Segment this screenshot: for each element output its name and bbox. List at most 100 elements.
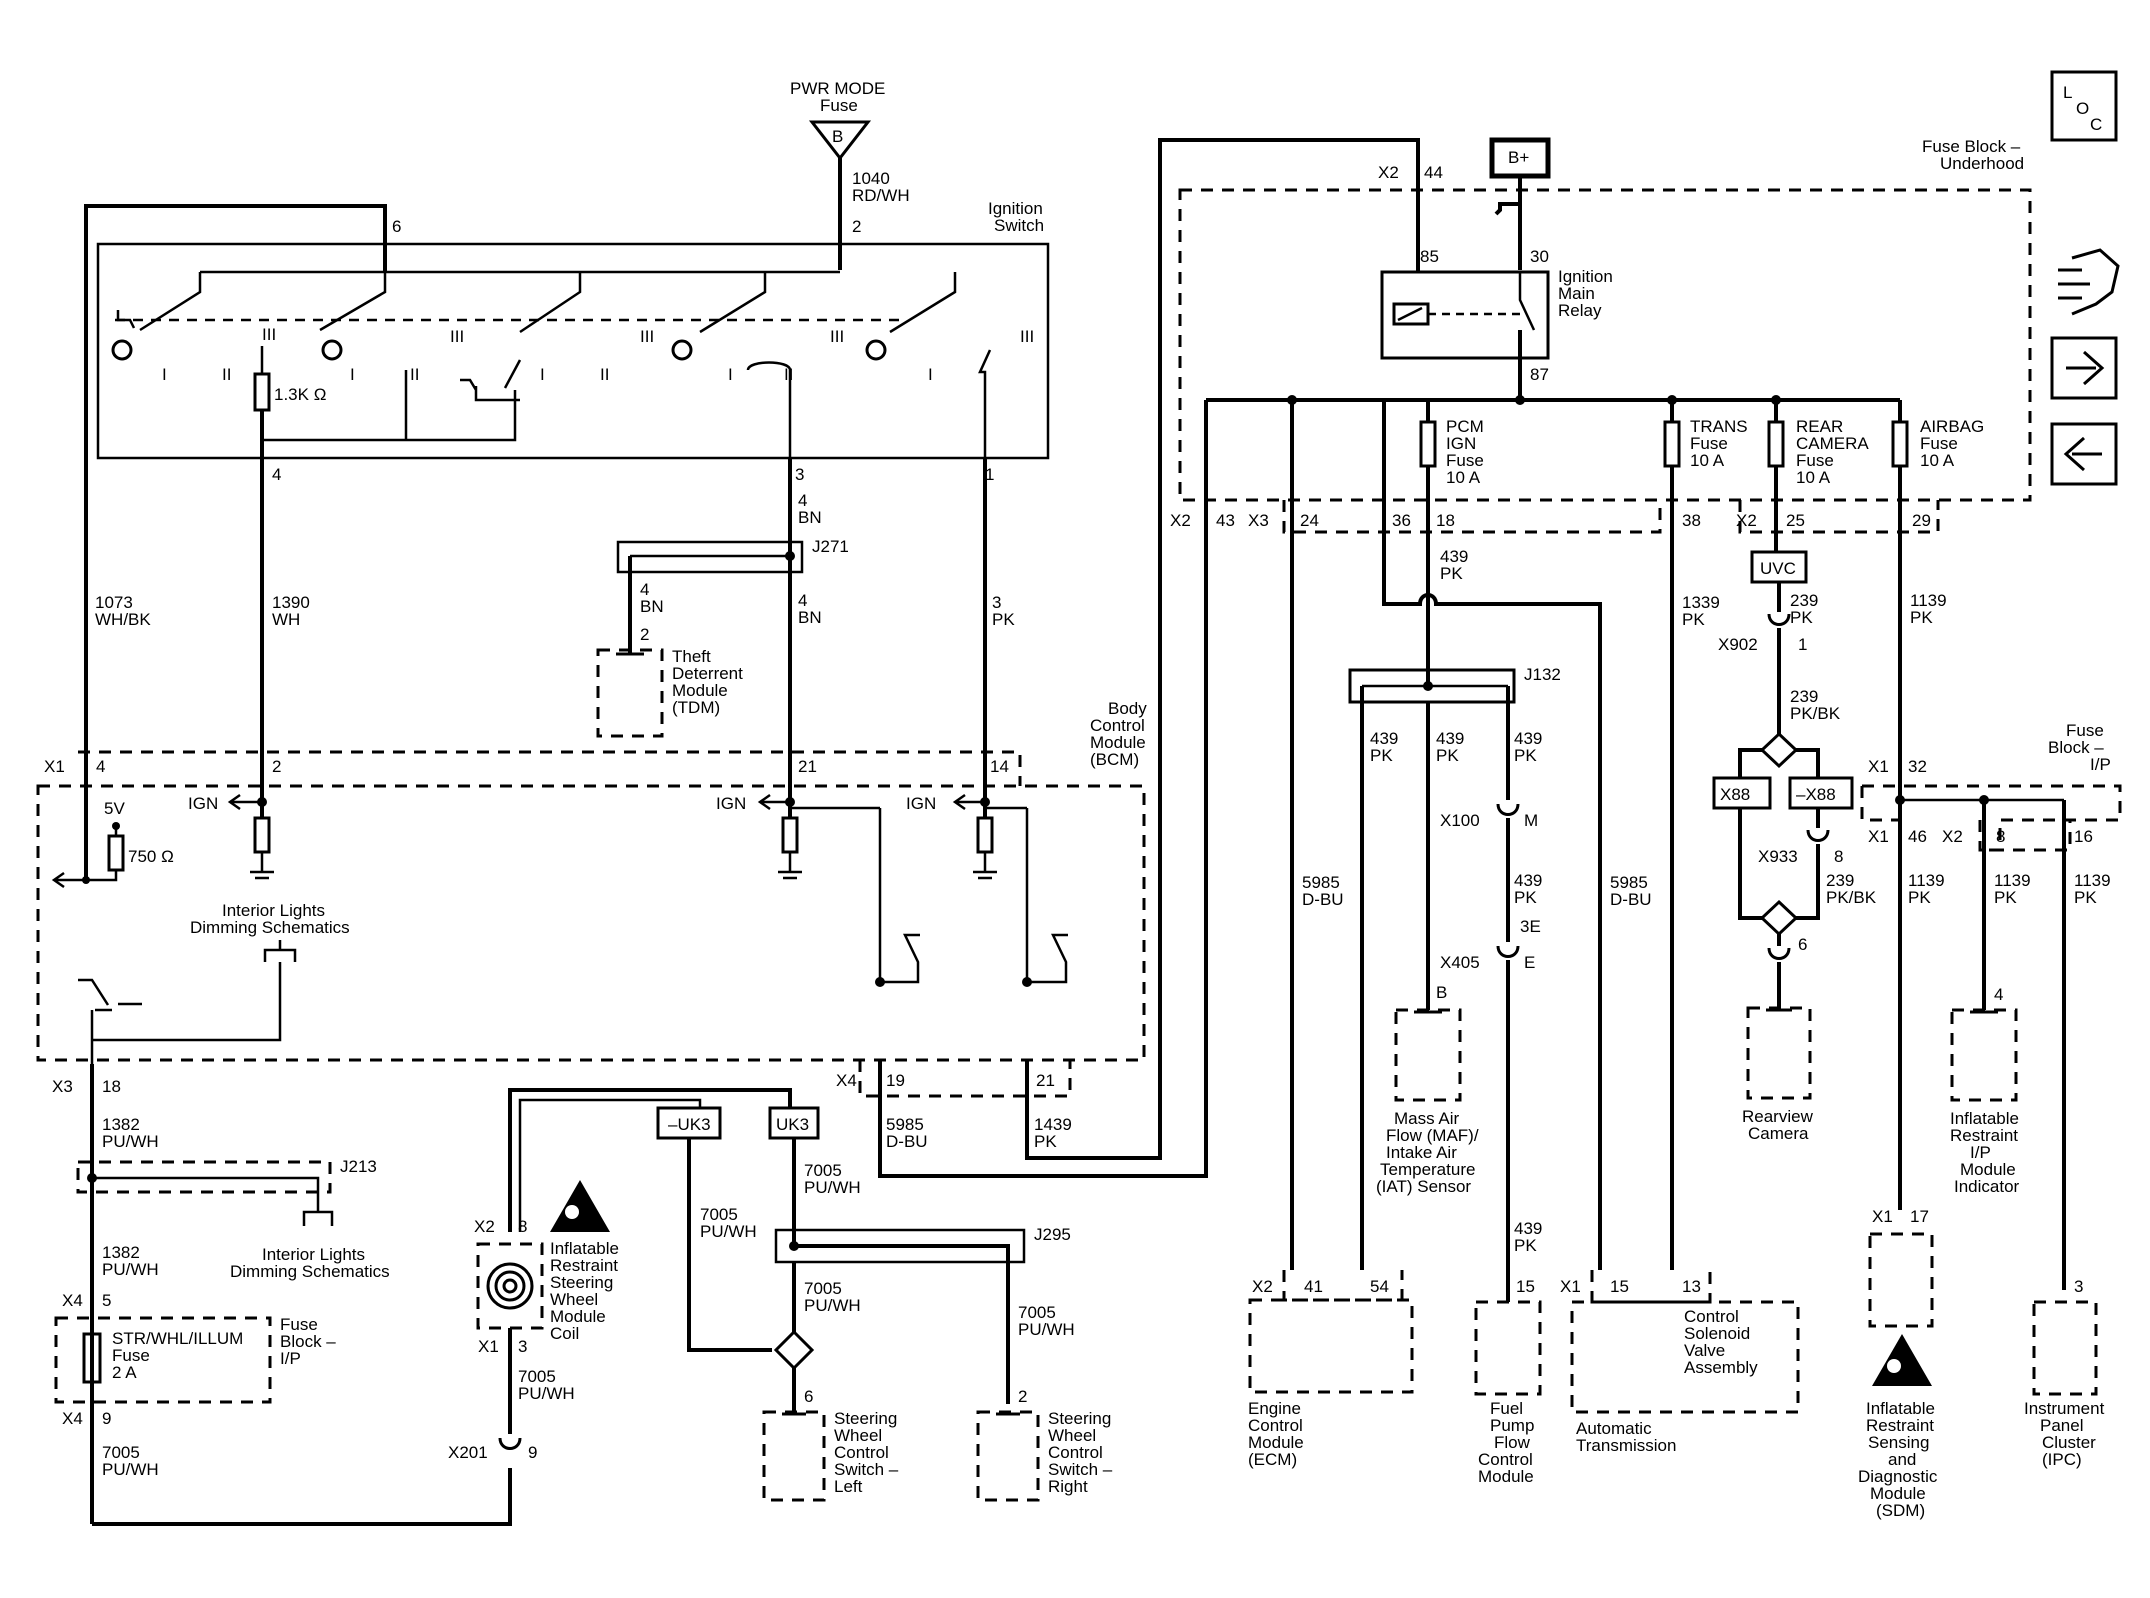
diagram-label: 16	[2074, 827, 2093, 846]
diagram-label: PK	[992, 610, 1015, 629]
diagram-label: CAMERA	[1796, 434, 1869, 453]
diagram-label: Pump	[1490, 1416, 1534, 1435]
diagram-label: B	[832, 127, 843, 146]
diagram-label: PK	[1436, 746, 1459, 765]
diagram-label: Rearview	[1742, 1107, 1814, 1126]
diagram-label: 1	[985, 465, 994, 484]
diagram-label: Temperature	[1380, 1160, 1475, 1179]
maf-iat-sensor: Mass Air Flow (MAF)/ Intake Air Temperat…	[1376, 1008, 1479, 1196]
diagram-label: Flow (MAF)/	[1386, 1126, 1479, 1145]
diagram-label: X1	[478, 1337, 499, 1356]
diagram-label: I	[928, 365, 933, 384]
diagram-label: PK	[2074, 888, 2097, 907]
diagram-label: III	[262, 325, 276, 344]
diagram-label: 4	[96, 757, 105, 776]
diagram-label: 2	[852, 217, 861, 236]
diagram-label: Fuse	[1446, 451, 1484, 470]
diagram-label: X4	[62, 1409, 83, 1428]
diagram-label: I	[350, 365, 355, 384]
diagram-label: IGN	[188, 794, 218, 813]
diagram-label: IGN	[906, 794, 936, 813]
diagram-label: L	[2063, 83, 2072, 102]
diagram-label: X1	[1868, 757, 1889, 776]
next-arrow-icon[interactable]	[2050, 336, 2118, 400]
diagram-label: AIRBAG	[1920, 417, 1984, 436]
diagram-label: M	[1524, 811, 1538, 830]
diagram-label: Fuse	[1690, 434, 1728, 453]
diagram-label: 1040	[852, 169, 890, 188]
diagram-label: PU/WH	[102, 1460, 159, 1479]
diagram-label: 1139	[2074, 871, 2111, 890]
diagram-label: (IPC)	[2042, 1450, 2082, 1469]
diagram-label: 10 A	[1690, 451, 1725, 470]
diagram-label: Module	[1478, 1467, 1534, 1486]
diagram-label: 9	[102, 1409, 111, 1428]
diagram-label: BN	[640, 597, 664, 616]
diagram-label: B+	[1508, 148, 1529, 167]
diagram-label: B	[1436, 983, 1447, 1002]
diagram-label: Inflatable	[550, 1239, 619, 1258]
diagram-label: PK	[1994, 888, 2017, 907]
diagram-label: Control	[1248, 1416, 1303, 1435]
diagram-label: E	[1524, 953, 1535, 972]
diagram-label: X4	[836, 1071, 857, 1090]
diagram-label: 36	[1392, 511, 1411, 530]
fuel-pump-flow-control-module: 15 Fuel Pump Flow Control Module	[1474, 1277, 1542, 1486]
diagram-label: 1382	[102, 1243, 140, 1262]
diagram-label: Underhood	[1940, 154, 2024, 173]
diagram-label: Diagnostic	[1858, 1467, 1938, 1486]
loc-button[interactable]: L O C	[2050, 70, 2118, 142]
pwr-mode-fuse: PWR MODE Fuse B 1040 RD/WH	[790, 79, 910, 270]
diagram-label: PU/WH	[102, 1260, 159, 1279]
diagram-label: 3	[518, 1337, 527, 1356]
diagram-label: X2	[1736, 511, 1757, 530]
diagram-label: 21	[1036, 1071, 1055, 1090]
diagram-label: Fuel	[1490, 1399, 1523, 1418]
diagram-label: 7005	[804, 1161, 842, 1180]
diagram-label: (TDM)	[672, 698, 720, 717]
diagram-label: 3	[795, 465, 804, 484]
splice-j271: J271	[616, 537, 849, 574]
diagram-label: PU/WH	[518, 1384, 575, 1403]
diagram-label: Fuse	[820, 96, 858, 115]
diagram-label: (BCM)	[1090, 750, 1139, 769]
diagram-label: X1	[1868, 827, 1889, 846]
diagram-label: Switch –	[1048, 1460, 1113, 1479]
diagram-label: Assembly	[1684, 1358, 1758, 1377]
diagram-label: PWR MODE	[790, 79, 885, 98]
diagram-label: –X88	[1796, 785, 1836, 804]
diagram-label: Control	[1048, 1443, 1103, 1462]
diagram-label: PK/BK	[1790, 704, 1841, 723]
schematic-icon[interactable]	[2058, 248, 2120, 316]
diagram-label: Left	[834, 1477, 863, 1496]
diagram-label: I	[540, 365, 545, 384]
diagram-label: Main	[1558, 284, 1595, 303]
diagram-label: 10 A	[1446, 468, 1481, 487]
diagram-label: 1139	[1910, 591, 1947, 610]
diagram-label: Panel	[2040, 1416, 2083, 1435]
diagram-label: 750 Ω	[128, 847, 174, 866]
diagram-label: 18	[1436, 511, 1455, 530]
diagram-label: X2	[1942, 827, 1963, 846]
diagram-label: Dimming Schematics	[230, 1262, 390, 1281]
diagram-label: Module	[1870, 1484, 1926, 1503]
diagram-label: II	[222, 365, 231, 384]
diagram-label: 5985	[886, 1115, 924, 1134]
diagram-label: BN	[798, 608, 822, 627]
diagram-label: RD/WH	[852, 186, 910, 205]
back-arrow-icon[interactable]	[2050, 422, 2118, 486]
diagram-label: Valve	[1684, 1341, 1725, 1360]
diagram-label: WH/BK	[95, 610, 151, 629]
diagram-label: 439	[1514, 729, 1542, 748]
diagram-label: I/P	[1970, 1143, 1991, 1162]
diagram-label: Theft	[672, 647, 711, 666]
diagram-label: 43	[1216, 511, 1235, 530]
diagram-label: III	[450, 327, 464, 346]
diagram-label: Transmission	[1576, 1436, 1676, 1455]
diagram-label: PU/WH	[700, 1222, 757, 1241]
diagram-label: Camera	[1748, 1124, 1809, 1143]
diagram-label: 2	[1018, 1387, 1027, 1406]
diagram-label: 5985	[1302, 873, 1340, 892]
diagram-label: X2	[474, 1217, 495, 1236]
diagram-label: 24	[1300, 511, 1319, 530]
